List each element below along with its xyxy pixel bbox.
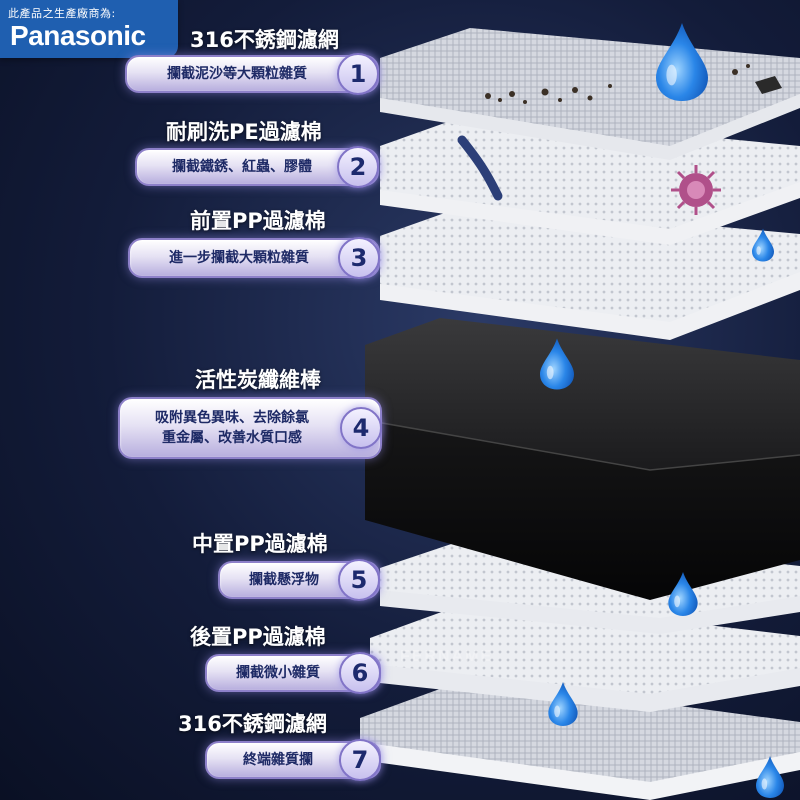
manufacturer-note: 此產品之生產廠商為:: [8, 7, 116, 20]
layer-2-title: 耐刷洗PE過濾棉: [166, 120, 322, 144]
brand-logo: Panasonic: [10, 20, 146, 51]
layer-4-carbon-block: [364, 318, 800, 600]
layer-3-pill: 進一步攔截大顆粒雜質 3: [128, 237, 380, 279]
layer-7-sheet: [360, 678, 800, 800]
layer-7-number-badge: 7: [339, 739, 381, 781]
layer-7-pill: 終端雜質攔 7: [205, 739, 381, 781]
layer-3-number-badge: 3: [338, 237, 380, 279]
layer-3-title: 前置PP過濾棉: [190, 209, 326, 233]
water-drop-icon: [656, 23, 708, 101]
layer-1-pill: 攔截泥沙等大顆粒雜質 1: [125, 53, 379, 95]
layer-2-number-badge: 2: [337, 146, 379, 188]
layer-6-pill: 攔截微小雜質 6: [205, 652, 381, 694]
layer-2-description: 攔截鐵銹、紅蟲、膠體: [172, 159, 312, 175]
layer-4-pill: 吸附異色異味、去除餘氯 重金屬、改善水質口感 4: [118, 397, 382, 459]
layer-6-sheet: [370, 598, 800, 712]
brand-badge: 此產品之生產廠商為: Panasonic: [0, 0, 178, 58]
layer-4-number-badge: 4: [340, 407, 382, 449]
layer-1-description: 攔截泥沙等大顆粒雜質: [167, 66, 307, 82]
layer-2-pill: 攔截鐵銹、紅蟲、膠體 2: [135, 146, 379, 188]
layer-1-number-badge: 1: [337, 53, 379, 95]
rust-worm-icon: [457, 135, 503, 201]
layer-5-number-badge: 5: [338, 559, 380, 601]
sediment-particles-icon: [485, 64, 782, 104]
layer-7-description: 終端雜質攔: [243, 752, 313, 768]
layer-7-title: 316不銹鋼濾網: [178, 712, 327, 736]
layer-6-number-badge: 6: [339, 652, 381, 694]
layer-4-description-line-2: 重金屬、改善水質口感: [162, 430, 302, 446]
layer-3-sheet: [380, 204, 800, 340]
layer-4-description-line-1: 吸附異色異味、去除餘氯: [155, 410, 309, 426]
layer-3-description: 進一步攔截大顆粒雜質: [169, 250, 309, 266]
virus-icon: [671, 165, 721, 215]
layer-6-description: 攔截微小雜質: [236, 665, 320, 681]
layer-4-title: 活性炭纖維棒: [195, 368, 321, 392]
layer-5-title: 中置PP過濾棉: [192, 532, 328, 556]
layer-1-title: 316不銹鋼濾網: [190, 28, 339, 52]
layer-5-pill: 攔截懸浮物 5: [218, 559, 380, 601]
watermark: FERNAME: [400, 648, 494, 665]
layer-6-title: 後置PP過濾棉: [190, 625, 326, 649]
layer-5-description: 攔截懸浮物: [249, 572, 319, 588]
